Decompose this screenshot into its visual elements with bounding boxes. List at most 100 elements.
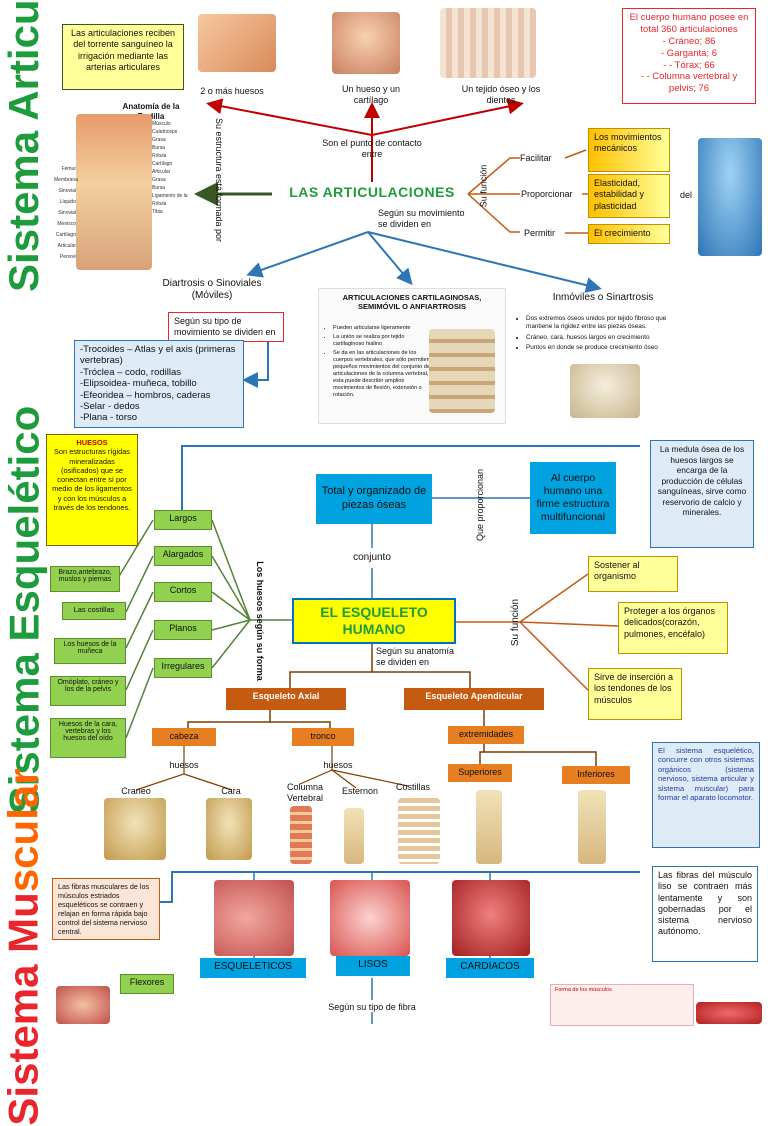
- function-verb: Permitir: [524, 228, 555, 238]
- knee-label: Ligamento de la Rótula: [152, 193, 188, 207]
- bone-craneo: Craneo: [121, 786, 151, 796]
- bone-costillas: Costillas: [395, 782, 430, 792]
- sinartrosis-point: Puntos en donde se produce crecimiento ó…: [526, 344, 690, 352]
- knee-label: Fémur: [61, 166, 76, 172]
- knee-label: Peroné: [59, 254, 76, 260]
- bone-columna: Columna Vertebral: [286, 782, 324, 803]
- sinartrosis-point: Dos extremos óseos unidos por tejido fib…: [526, 315, 690, 332]
- shape-example: Los huesos de la muñeca: [54, 638, 126, 664]
- knee-label: Menisco: [57, 221, 76, 227]
- sinartrosis-list: Dos extremos óseos unidos por tejido fib…: [516, 315, 690, 352]
- limb-inferiores: Inferiores: [562, 766, 630, 784]
- structure-label: Su estructura está formada por: [206, 118, 232, 242]
- system-note: El sistema esquelético, concurre con otr…: [652, 742, 760, 848]
- muscle-type-esqueleticos: ESQUELETICOS: [200, 958, 306, 978]
- contact-label: Son el punto de contacto entre: [322, 138, 422, 159]
- sinartrosis-title: Inmóviles o Sinartrosis: [552, 292, 654, 303]
- estructura-box: Al cuerpo humano una firme estructura mu…: [530, 462, 616, 534]
- inferiores-image: [578, 790, 606, 864]
- esq-function-label: Su función: [504, 590, 528, 654]
- del-label: del: [679, 190, 692, 200]
- cara-image: [206, 798, 252, 860]
- huesos-label-tronco: huesos: [323, 760, 353, 770]
- sinartrosis-panel: Inmóviles o Sinartrosis Dos extremos óse…: [516, 292, 690, 424]
- shape-planos: Planos: [154, 620, 212, 640]
- total-articulations-note: El cuerpo humano posee en total 360 arti…: [622, 8, 756, 104]
- knee-label: Bursa: [152, 145, 166, 151]
- huesos-note: HUESOS Son estructuras rígidas mineraliz…: [46, 434, 138, 546]
- knee-cartilage-image: [332, 12, 400, 74]
- side-title-muscular-red: Sistema Mu: [0, 892, 47, 1126]
- target-bones: 2 o más huesos: [200, 86, 264, 96]
- structure-label-text: Su estructura está formada por: [214, 117, 224, 243]
- arm-joint-image: [198, 14, 276, 72]
- smooth-muscle-image: [330, 880, 410, 956]
- columna-image: [290, 806, 312, 864]
- sinartrosis-point: Cráneo, cara, huesos largos en crecimien…: [526, 334, 690, 342]
- side-title-muscular-rest: scular: [0, 768, 47, 893]
- knee-labels-right: Músculo Cuádriceps Grasa Bursa Rótula Ca…: [152, 120, 188, 216]
- apendicular-box: Esqueleto Apendicular: [404, 688, 544, 710]
- knee-label: Músculo Cuádriceps: [152, 121, 178, 135]
- apendicular-part-extremidades: extremidades: [448, 726, 524, 744]
- forma-label-text: Los huesos según su forma: [255, 561, 265, 681]
- joint-type: -Efeoridea – hombros, caderas: [80, 389, 211, 401]
- type-label-box: Según su tipo de movimiento se dividen e…: [168, 312, 284, 342]
- side-title-articular: Sistema Articular: [0, 0, 48, 292]
- skull-image: [570, 364, 640, 418]
- joint-type: -Selar - dedos: [80, 400, 140, 412]
- axial-part-cabeza: cabeza: [152, 728, 216, 746]
- anfiartrosis-list: Pueden articularse ligeramente La unión …: [323, 325, 433, 401]
- anfiartrosis-panel: ARTICULACIONES CARTILAGINOSAS, SEMIMÓVIL…: [318, 288, 506, 424]
- fiber-label: Según su tipo de fibra: [328, 1002, 416, 1012]
- shape-example: Brazo,antebrazo, muslos y piernas: [50, 566, 120, 592]
- knee-anatomy-image: [76, 114, 152, 270]
- function-label-text: Su función: [478, 164, 488, 208]
- knee-label: Cartílago Articular: [55, 232, 76, 249]
- function-verb: Proporcionar: [521, 189, 573, 199]
- axial-part-tronco: tronco: [292, 728, 354, 746]
- knee-label: Rótula: [152, 153, 167, 159]
- bone-esternon: Esternon: [341, 786, 379, 796]
- shape-example: Huesos de la cara, vertebras y los hueso…: [50, 718, 126, 758]
- tooth-image: [440, 8, 536, 78]
- spine-image: [429, 329, 495, 413]
- joint-types-list: -Trocoides – Atlas y el axis (primeras v…: [74, 340, 244, 428]
- function-label: Su función: [468, 164, 498, 208]
- target-bone-teeth: Un tejido óseo y los dientes: [461, 84, 541, 105]
- esternon-image: [344, 808, 364, 864]
- knee-label: Bursa: [152, 185, 166, 191]
- muscle-type-lisos: LISOS: [336, 956, 410, 976]
- anfiartrosis-point: La unión se realiza por tejido cartilagi…: [333, 334, 433, 348]
- limb-superiores: Superiores: [448, 764, 512, 782]
- function-object: El crecimiento: [588, 224, 670, 244]
- knee-label: Tibia: [152, 209, 163, 215]
- shape-alargados: Alargados: [154, 546, 212, 566]
- function-object: Los movimientos mecánicos: [588, 128, 670, 172]
- striated-note: Las fibras musculares de los músculos es…: [52, 878, 160, 940]
- muscle-shapes-chart: Forma de los músculos: [550, 984, 694, 1026]
- runner-image: [698, 138, 762, 256]
- side-title-muscular: Sistema Muscular: [0, 768, 48, 1125]
- shape-cortos: Cortos: [154, 582, 212, 602]
- muscle-fiber-image: [696, 1002, 762, 1024]
- conjunto-label: conjunto: [353, 552, 391, 563]
- skeletal-muscle-image: [214, 880, 294, 956]
- esqueleto-title: EL ESQUELETO HUMANO: [292, 598, 456, 644]
- function-verb: Facilitar: [520, 153, 552, 163]
- knee-labels-left: Fémur Membrana Sinovial Líquido Sinovial…: [54, 164, 78, 263]
- arm-muscle-image: [56, 986, 110, 1024]
- knee-label: Líquido Sinovial: [58, 199, 76, 216]
- anfiartrosis-point: Pueden articularse ligeramente: [333, 325, 433, 332]
- joint-type: -Plana - torso: [80, 412, 138, 424]
- proporcionan-label: Que proporcionan: [470, 469, 490, 541]
- esq-function: Sirve de inserción a los tendones de los…: [588, 668, 682, 720]
- costillas-image: [398, 798, 440, 864]
- connector-layer: [117, 98, 640, 1024]
- esq-function: Sostener al organismo: [588, 556, 678, 592]
- knee-label: Grasa: [152, 137, 166, 143]
- bone-cara: Cara: [221, 786, 241, 796]
- diartrosis-label: Diartrosis o Sinoviales (Móviles): [162, 278, 262, 301]
- huesos-label-cabeza: huesos: [169, 760, 199, 770]
- muscle-type-cardiacos: CARDIACOS: [446, 958, 534, 978]
